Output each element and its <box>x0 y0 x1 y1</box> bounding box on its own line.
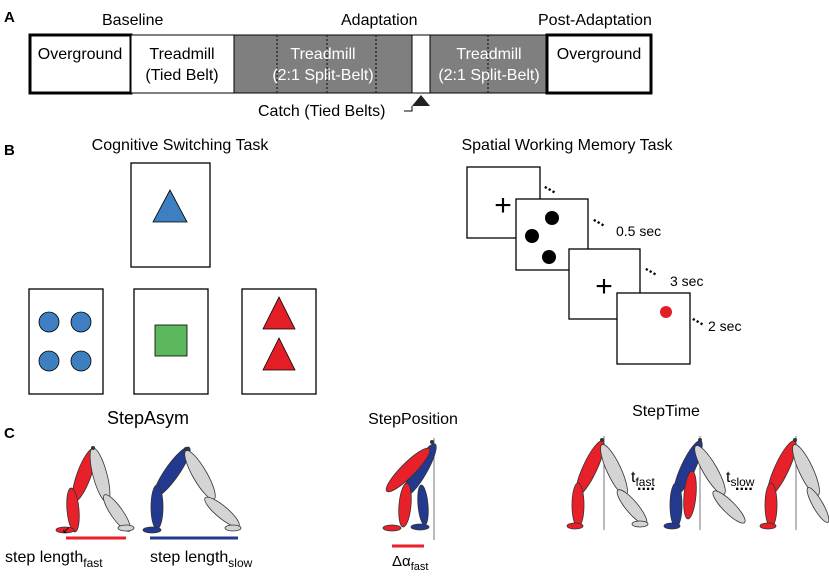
red-triangle-icon <box>262 337 296 371</box>
adaptation-label: Adaptation <box>341 12 418 29</box>
black-dot-icon <box>542 250 556 264</box>
delay-label-3: 2 sec <box>708 318 741 334</box>
overground-box-baseline <box>28 33 133 95</box>
ellipsis-dots: ... <box>590 209 610 230</box>
panel-b-letter: B <box>4 142 15 159</box>
ellipsis-dots: ... <box>642 258 662 279</box>
panel-c-letter: C <box>4 425 15 442</box>
memory-card-probe <box>616 292 691 365</box>
switching-task-title: Cognitive Switching Task <box>92 137 270 154</box>
catch-box <box>411 34 431 94</box>
fixation-cross: + <box>595 270 613 303</box>
walker-stepposition <box>382 438 437 540</box>
treadmill-tied-line2: (Tied Belt) <box>145 67 218 84</box>
switch-card-circles <box>28 288 104 395</box>
catch-connector <box>404 106 413 112</box>
step-length-slow-label: step lengthslow <box>150 549 253 570</box>
panel-a-letter: A <box>4 9 15 26</box>
walker-fast: ↙ <box>55 446 135 536</box>
t-fast-label: tfast <box>631 469 655 489</box>
red-dot-icon <box>660 306 672 318</box>
blue-circle-icon <box>38 311 60 333</box>
overground-label-post: Overground <box>557 46 642 63</box>
catch-arrow-icon <box>412 95 430 106</box>
blue-circle-icon <box>70 350 92 372</box>
fixation-cross: + <box>494 189 512 222</box>
treadmill-tied-line1: Treadmill <box>149 46 214 63</box>
walker-time-2 <box>663 436 746 530</box>
alpha-fast-label: Δαfast <box>392 553 428 573</box>
memory-task-title: Spatial Working Memory Task <box>461 137 673 154</box>
blue-circle-icon <box>70 311 92 333</box>
black-dot-icon <box>545 211 559 225</box>
red-triangle-icon <box>262 296 296 330</box>
svg-text:↙: ↙ <box>62 525 70 536</box>
step-length-fast-label: step lengthfast <box>5 549 103 570</box>
overground-label-baseline: Overground <box>38 46 123 63</box>
stepasym-title: StepAsym <box>107 408 189 428</box>
steptime-title: StepTime <box>632 403 700 420</box>
walker-slow <box>142 446 242 534</box>
stepposition-title: StepPosition <box>368 411 458 428</box>
post-adaptation-label: Post-Adaptation <box>538 12 652 29</box>
treadmill-tied-box <box>130 34 235 94</box>
split-belt-2-line1: Treadmill <box>456 46 521 63</box>
blue-circle-icon <box>38 350 60 372</box>
catch-label: Catch (Tied Belts) <box>258 103 385 120</box>
t-slow-label: tslow <box>726 469 755 489</box>
black-dot-icon <box>525 229 539 243</box>
walker-time-1 <box>566 436 649 530</box>
blue-triangle-icon <box>152 189 188 223</box>
split-belt-box-1 <box>233 34 413 94</box>
delay-label-1: 0.5 sec <box>616 223 661 239</box>
ellipsis-dots: ... <box>689 308 709 329</box>
ellipsis-dots: ... <box>541 176 561 197</box>
split-belt-1-line2: (2:1 Split-Belt) <box>272 67 373 84</box>
split-belt-2-line2: (2:1 Split-Belt) <box>438 67 539 84</box>
split-belt-1-line1: Treadmill <box>290 46 355 63</box>
green-square-icon <box>154 324 188 357</box>
delay-label-2: 3 sec <box>670 273 703 289</box>
ellipsis-fast: .... <box>637 477 655 494</box>
walker-time-3 <box>759 436 829 530</box>
baseline-label: Baseline <box>102 12 163 29</box>
ellipsis-slow: .... <box>735 477 753 494</box>
overground-box-post <box>545 33 653 95</box>
